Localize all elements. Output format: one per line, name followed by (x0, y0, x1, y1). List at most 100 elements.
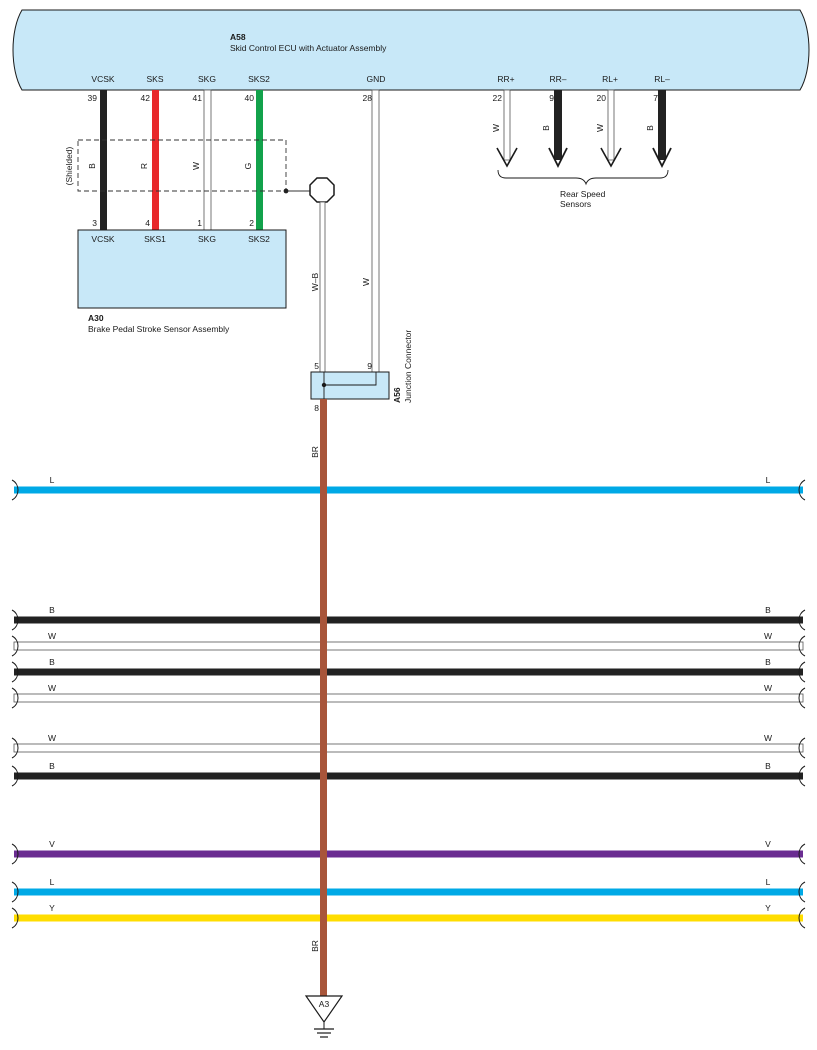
wire-w-b (319, 201, 326, 373)
ecu-pin-number: 20 (597, 93, 607, 103)
wire-code: B (87, 163, 97, 169)
sensor-pin-number: 3 (92, 218, 97, 228)
rear-sensor-rl-minus (652, 90, 672, 169)
bus-wire-code: V (49, 839, 55, 849)
wire-code: B (541, 125, 551, 131)
ecu-pin-number: 28 (363, 93, 373, 103)
bus-wire-code: B (765, 605, 771, 615)
bus-wire-code: L (50, 877, 55, 887)
ecu-pin-label: SKS (146, 74, 163, 84)
sensor-name: Brake Pedal Stroke Sensor Assembly (88, 324, 230, 334)
ecu-pin-number: 7 (653, 93, 658, 103)
bus-wire-line (14, 772, 803, 780)
bus-wire-code: W (48, 631, 56, 641)
bus-wire-line (14, 668, 803, 676)
ecu-pin-label: RL– (654, 74, 670, 84)
shield-label: (Shielded) (64, 146, 74, 185)
bus-wire-code: L (766, 475, 771, 485)
bus-wire-code: W (764, 733, 772, 743)
wire-code: BR (310, 446, 320, 458)
ecu-pin-label: GND (367, 74, 386, 84)
junction-pin-number: 8 (314, 403, 319, 413)
bus-wire-code: L (50, 475, 55, 485)
bus-wire-break (798, 737, 806, 759)
bus-wire-code: Y (765, 903, 771, 913)
bus-wire-break (798, 843, 806, 865)
bus-wire-line (14, 850, 803, 858)
bus-wire-code: B (49, 761, 55, 771)
ground-label: A3 (319, 999, 330, 1009)
ecu-code: A58 (230, 32, 246, 42)
wire-code: G (243, 163, 253, 170)
bus-wire-break (798, 661, 806, 683)
ecu-pin-label: SKG (198, 74, 216, 84)
sensor-code: A30 (88, 313, 104, 323)
junction-splice (321, 382, 327, 388)
ecu-pin-number: 9 (549, 93, 554, 103)
bus-wire-break (11, 479, 19, 501)
rear-sensor-rl-plus (600, 89, 622, 168)
sensor-pin-label: SKG (198, 234, 216, 244)
ecu-pin-label: RR– (549, 74, 566, 84)
bus-wire-break (11, 765, 19, 787)
sensor-pin-number: 2 (249, 218, 254, 228)
bus-wire-break (798, 479, 806, 501)
rear-sensor-rr-plus (496, 89, 518, 168)
rear-sensor-brace (497, 169, 669, 186)
bus-wire-code: L (766, 877, 771, 887)
sensor-pin-label: SKS1 (144, 234, 166, 244)
bus-wire-break (798, 609, 806, 631)
wire-code: W (491, 124, 501, 132)
bus-wire-break (11, 687, 19, 709)
sensor-pin-label: VCSK (91, 234, 114, 244)
junction-pin-number: 9 (367, 361, 372, 371)
wire-code: B (645, 125, 655, 131)
bus-wire-code: W (764, 631, 772, 641)
wire-sks2 (256, 90, 263, 230)
bus-wire-code: B (765, 761, 771, 771)
bus-wire-break (11, 661, 19, 683)
bus-wire-break (11, 609, 19, 631)
shield-ground-octagon (309, 177, 335, 203)
wire-sks (152, 90, 159, 230)
bus-wire-break (11, 881, 19, 903)
ecu-pin-label: RL+ (602, 74, 618, 84)
bus-wire-code: W (48, 733, 56, 743)
ecu-pin-number: 22 (493, 93, 503, 103)
bus-wire-code: Y (49, 903, 55, 913)
bus-wire-break (11, 907, 19, 929)
bus-wire-code: W (48, 683, 56, 693)
wire-vcsk (100, 90, 107, 230)
bus-wire-break (798, 881, 806, 903)
sensor-pin-number: 4 (145, 218, 150, 228)
bus-wire-line (14, 486, 803, 494)
bus-wire-code: B (49, 657, 55, 667)
bus-wire-break (798, 907, 806, 929)
wire-code: W (361, 278, 371, 286)
rear-sensor-rr-minus (548, 90, 568, 169)
wire-gnd (371, 89, 380, 373)
sensor-box (77, 229, 287, 309)
junction-pin-number: 5 (314, 361, 319, 371)
junction-code: A56 (392, 387, 402, 403)
shield-splice (283, 188, 289, 194)
bus-wire-break (798, 765, 806, 787)
bus-wire-break (11, 737, 19, 759)
rear-sensors-label-2: Sensors (560, 199, 591, 209)
bus-wire-line (13, 693, 804, 703)
bus-wire-break (11, 635, 19, 657)
ecu-pin-label: RR+ (497, 74, 514, 84)
ecu-pin-number: 41 (193, 93, 203, 103)
bus-wire-code: W (764, 683, 772, 693)
junction-name: Junction Connector (403, 330, 413, 403)
